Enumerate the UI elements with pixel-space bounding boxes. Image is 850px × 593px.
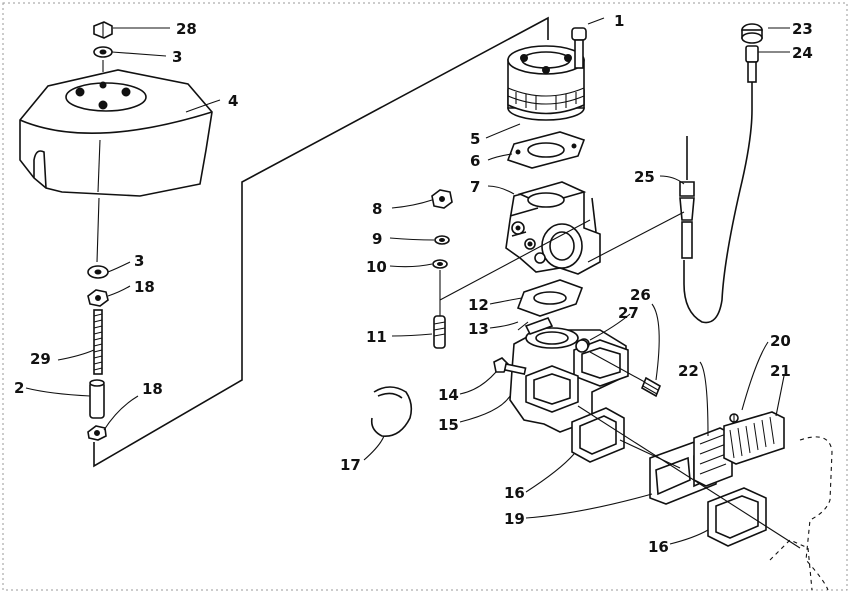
stud-27: [575, 339, 653, 387]
callout-3-top: 3: [172, 48, 182, 66]
callout-17: 17: [340, 456, 361, 474]
reed-petal-21: [723, 411, 785, 465]
callout-25: 25: [634, 168, 655, 186]
assembly-reference-line: [93, 16, 549, 468]
callout-1: 1: [614, 12, 624, 30]
nut-28: [93, 21, 113, 39]
callout-12: 12: [468, 296, 489, 314]
carburetor-7: [505, 181, 601, 275]
nut-8: [431, 189, 453, 209]
callout-28: 28: [176, 20, 197, 38]
callout-16-lower: 16: [648, 538, 669, 556]
callout-18-upper: 18: [134, 278, 155, 296]
callout-5: 5: [470, 130, 480, 148]
washer-3-bottom: [87, 265, 109, 279]
callout-13: 13: [468, 320, 489, 338]
leader-bottom-stud: [96, 197, 100, 263]
spacer-2: [89, 379, 105, 419]
callout-21: 21: [770, 362, 791, 380]
air-silencer-housing: [19, 69, 213, 197]
callout-9: 9: [372, 230, 382, 248]
callout-29: 29: [30, 350, 51, 368]
air-intake-adapter: [507, 45, 585, 121]
callout-3-bottom: 3: [134, 252, 144, 270]
callout-8: 8: [372, 200, 382, 218]
callout-11: 11: [366, 328, 387, 346]
callout-20: 20: [770, 332, 791, 350]
fitting-13: [517, 321, 529, 331]
callout-14: 14: [438, 386, 459, 404]
bolt-14: [493, 357, 527, 375]
stud-alignment-line: [439, 219, 591, 301]
washer-3-top: [93, 46, 113, 58]
cable-fitting-25: [679, 136, 695, 259]
nut-18-upper: [87, 289, 109, 307]
gasket-6: [506, 131, 586, 169]
callout-23: 23: [792, 20, 813, 38]
gasket-16-lower: [707, 487, 767, 547]
screw-20: [729, 413, 739, 423]
throttle-cable: [683, 82, 753, 324]
stud-11: [433, 315, 446, 349]
gasket-16-upper: [571, 407, 625, 463]
callout-27: 27: [618, 304, 639, 322]
engine-case-outline: [799, 436, 833, 591]
callout-15: 15: [438, 416, 459, 434]
callout-16-upper: 16: [504, 484, 525, 502]
adjuster-24: [745, 45, 759, 83]
washer-10: [432, 259, 448, 269]
cap-23: [741, 23, 763, 44]
washer-9: [434, 235, 450, 245]
callout-10: 10: [366, 258, 387, 276]
gasket-12: [516, 279, 584, 317]
nut-18-lower: [87, 425, 107, 441]
callout-4: 4: [228, 92, 238, 110]
reed-axis-line: [577, 405, 801, 549]
cable-alignment-line: [587, 211, 685, 263]
callout-2: 2: [14, 379, 24, 397]
callout-26: 26: [630, 286, 651, 304]
callout-24: 24: [792, 44, 813, 62]
clip-17: [370, 386, 413, 437]
engine-case-outline-2: [769, 539, 813, 591]
reed-axis-line-2: [619, 439, 681, 469]
callout-18-lower: 18: [142, 380, 163, 398]
callout-leaders: [25, 17, 790, 545]
stud-29: [93, 309, 103, 375]
callout-labels: 1 2 3 3 4 5 6 7 8 9 10 11 12 13 14 15 16…: [14, 12, 813, 556]
screw-1: [571, 27, 587, 69]
callout-22: 22: [678, 362, 699, 380]
callout-6: 6: [470, 152, 480, 170]
callout-7: 7: [470, 178, 480, 196]
stud-26: [640, 376, 662, 398]
callout-19: 19: [504, 510, 525, 528]
